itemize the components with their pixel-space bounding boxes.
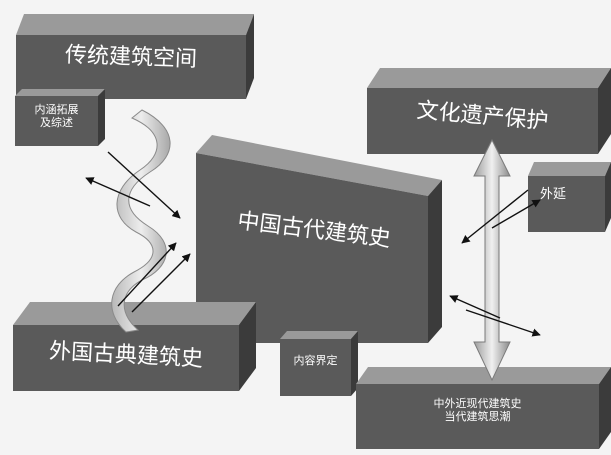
arrow-line [449, 295, 501, 319]
label-connotation-line2: 及综述 [40, 115, 73, 129]
block-heritage [367, 68, 611, 154]
block-foreign [13, 302, 256, 391]
block-main [196, 135, 442, 343]
block-traditional-space [16, 14, 254, 99]
block-extension [528, 162, 611, 232]
arrow-line [85, 177, 151, 207]
arrow-line [131, 253, 191, 313]
helix-connector [111, 109, 171, 333]
label-modern-line1: 中外近现代建筑史 [433, 397, 522, 410]
arrow-line [461, 189, 529, 244]
label-extension: 外延 [539, 187, 566, 202]
label-modern: 中外近现代建筑史 当代建筑思潮 [356, 397, 599, 423]
block-connotation [15, 89, 105, 146]
label-modern-line2: 当代建筑思潮 [444, 409, 511, 423]
arrow-line [107, 151, 181, 219]
label-content-boundary: 内容界定 [293, 354, 338, 367]
arrow-line [491, 199, 541, 229]
arrows-left [85, 151, 191, 313]
arrow-line [117, 242, 177, 307]
arrow-line [465, 309, 541, 337]
block-content-boundary [280, 331, 358, 396]
block-modern [356, 367, 611, 449]
label-connotation-line1: 内涵拓展 [34, 103, 79, 116]
arrows-right [449, 189, 541, 337]
label-connotation: 内涵拓展 及综述 [15, 103, 98, 129]
double-arrow-vertical [473, 138, 511, 382]
